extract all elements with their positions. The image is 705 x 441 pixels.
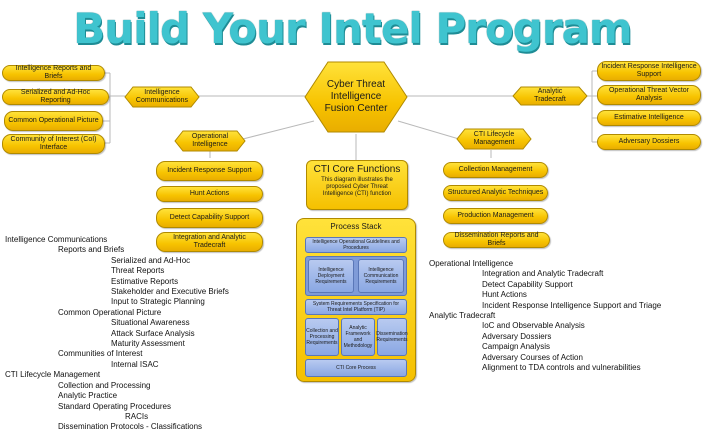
outline-item: Attack Surface Analysis <box>111 328 195 338</box>
hex-cti-lifecycle-shape <box>456 128 532 150</box>
hex-intel-comms-label: Intelligence Communications <box>135 89 189 104</box>
stack-system-req: System Requirements Specification for Th… <box>305 299 407 315</box>
hex-intel-comms-shape <box>124 86 200 108</box>
outline-item: Intelligence Communications <box>5 235 108 244</box>
outline-item: Detect Capability Support <box>482 279 573 289</box>
pill-common-operational-picture: Common Operational Picture <box>4 111 103 131</box>
outline-item: Maturity Assessment <box>111 339 185 349</box>
process-stack: Process Stack Intelligence Operational G… <box>296 218 416 382</box>
outline-item: Operational Intelligence <box>429 259 514 268</box>
outline-item: Communities of Interest <box>58 349 143 359</box>
core-functions-box: CTI Core Functions This diagram illustra… <box>306 160 408 210</box>
outline-item: Analytic Practice <box>58 391 118 401</box>
hex-analytic-tradecraft-label: Analytic Tradecraft <box>534 88 566 103</box>
hex-analytic-tradecraft: Analytic Tradecraft <box>512 86 588 106</box>
outline-item: CTI Lifecycle Management <box>5 370 101 380</box>
outline-item: Hunt Actions <box>482 290 527 300</box>
pill-structured-analytic: Structured Analytic Techniques <box>443 185 548 201</box>
pill-production-mgmt: Production Management <box>443 208 548 224</box>
center-hexagon-label: Cyber Threat Intelligence Fusion Center <box>324 79 388 114</box>
outline-item: Stakeholder and Executive Briefs <box>111 287 229 297</box>
stack-collection-req: Collection and Processing Requirements <box>305 318 339 356</box>
hex-operational-intel: Operational Intelligence <box>174 130 246 152</box>
core-functions-title: CTI Core Functions <box>313 164 401 175</box>
outline-item: Dissemination Protocols - Classification… <box>58 422 203 432</box>
outline-item: Reports and Briefs <box>58 245 125 255</box>
pill-serialized-reporting: Serialized and Ad-Hoc Reporting <box>2 89 109 105</box>
outline-item: Collection and Processing <box>58 380 151 390</box>
hex-operational-intel-shape <box>174 130 246 152</box>
hex-intel-comms: Intelligence Communications <box>124 86 200 108</box>
hex-operational-intel-label: Operational Intelligence <box>191 133 229 148</box>
center-hexagon-shape <box>304 61 408 133</box>
outline-item: IoC and Observable Analysis <box>482 321 585 331</box>
pill-ir-support: Incident Response Support <box>156 161 263 181</box>
outline-item: Common Operational Picture <box>58 307 162 317</box>
pill-intel-reports-briefs: Intelligence Reports and Briefs <box>2 65 105 81</box>
outline-item: Internal ISAC <box>111 359 159 369</box>
pill-collection-mgmt: Collection Management <box>443 162 548 178</box>
outline-item: Standard Operating Procedures <box>58 401 171 411</box>
pill-dissemination-reports: Dissemination Reports and Briefs <box>443 232 550 248</box>
outline-item: Input to Strategic Planning <box>111 297 205 307</box>
pill-adversary-dossiers: Adversary Dossiers <box>597 134 701 150</box>
stack-dissemination-req: Dissemination Requirements <box>376 318 408 356</box>
outline-item: RACIs <box>125 411 149 421</box>
outline-item: Campaign Analysis <box>482 342 551 352</box>
pill-estimative-intel: Estimative Intelligence <box>597 110 701 126</box>
stack-analytic-framework: Analytic Framework and Methodology <box>341 318 375 356</box>
outline-item: Serialized and Ad-Hoc <box>111 255 191 265</box>
outline-item: Adversary Courses of Action <box>482 352 583 362</box>
outline-item: Alignment to TDA controls and vulnerabil… <box>482 363 641 373</box>
pill-threat-vector-analysis: Operational Threat Vector Analysis <box>597 85 701 105</box>
outline-item: Analytic Tradecraft <box>429 311 496 321</box>
outline-item: Integration and Analytic Tradecraft <box>482 269 604 279</box>
outline-item: Threat Reports <box>111 266 165 276</box>
page-title: Build Your Intel Program <box>73 4 632 53</box>
process-stack-title: Process Stack <box>330 222 382 231</box>
stack-deployment-req: Intelligence Deployment Requirements <box>308 259 354 293</box>
outline-item: Adversary Dossiers <box>482 331 552 341</box>
pill-integration-tradecraft: Integration and Analytic Tradecraft <box>156 232 263 252</box>
pill-ir-intel-support: Incident Response Intelligence Support <box>597 61 701 81</box>
outline-item: Estimative Reports <box>111 276 179 286</box>
stack-communication-req: Intelligence Communication Requirements <box>358 259 404 293</box>
core-functions-description: This diagram illustrates the proposed Cy… <box>321 177 393 197</box>
stack-cti-core-process: CTI Core Process <box>305 359 407 377</box>
pill-hunt-actions: Hunt Actions <box>156 186 263 202</box>
outline-item: Situational Awareness <box>111 318 190 328</box>
stack-guidelines: Intelligence Operational Guidelines and … <box>305 237 407 253</box>
pill-detect-capability: Detect Capability Support <box>156 208 263 228</box>
hex-cti-lifecycle: CTI Lifecycle Management <box>456 128 532 150</box>
hex-cti-lifecycle-label: CTI Lifecycle Management <box>473 131 515 146</box>
pill-coi-interface: Community of Interest (CoI) Interface <box>2 134 105 154</box>
hex-analytic-tradecraft-shape <box>512 86 588 106</box>
outline-item: Incident Response Intelligence Support a… <box>482 300 662 310</box>
center-hexagon: Cyber Threat Intelligence Fusion Center <box>304 61 408 133</box>
